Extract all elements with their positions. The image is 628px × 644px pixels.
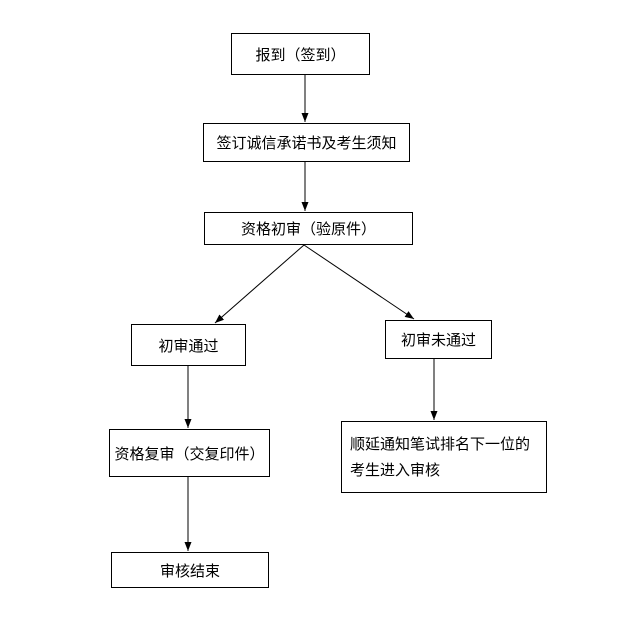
- node-register: 报到（签到）: [231, 33, 370, 75]
- node-review-end: 审核结束: [111, 552, 269, 588]
- node-notify-next-line2: 考生进入审核: [350, 461, 441, 479]
- node-initial-pass-label: 初审通过: [158, 336, 219, 355]
- arrow-initial-review-to-initial-pass: [214, 244, 305, 324]
- arrow-initial-review-to-initial-fail: [303, 244, 415, 320]
- node-register-label: 报到（签到）: [255, 45, 346, 64]
- node-final-review: 资格复审（交复印件）: [109, 429, 270, 477]
- node-initial-fail: 初审未通过: [385, 320, 492, 359]
- node-final-review-label: 资格复审（交复印件）: [114, 444, 265, 463]
- node-review-end-label: 审核结束: [159, 561, 220, 580]
- node-initial-review: 资格初审（验原件）: [204, 212, 413, 245]
- node-initial-fail-label: 初审未通过: [400, 331, 476, 349]
- node-sign-pledge-label: 签订诚信承诺书及考生须知: [216, 134, 397, 152]
- node-notify-next: 顺延通知笔试排名下一位的 考生进入审核: [341, 421, 547, 493]
- node-notify-next-line1: 顺延通知笔试排名下一位的: [350, 435, 531, 453]
- node-initial-pass: 初审通过: [131, 324, 246, 366]
- node-sign-pledge: 签订诚信承诺书及考生须知: [203, 123, 410, 162]
- node-initial-review-label: 资格初审（验原件）: [240, 220, 376, 238]
